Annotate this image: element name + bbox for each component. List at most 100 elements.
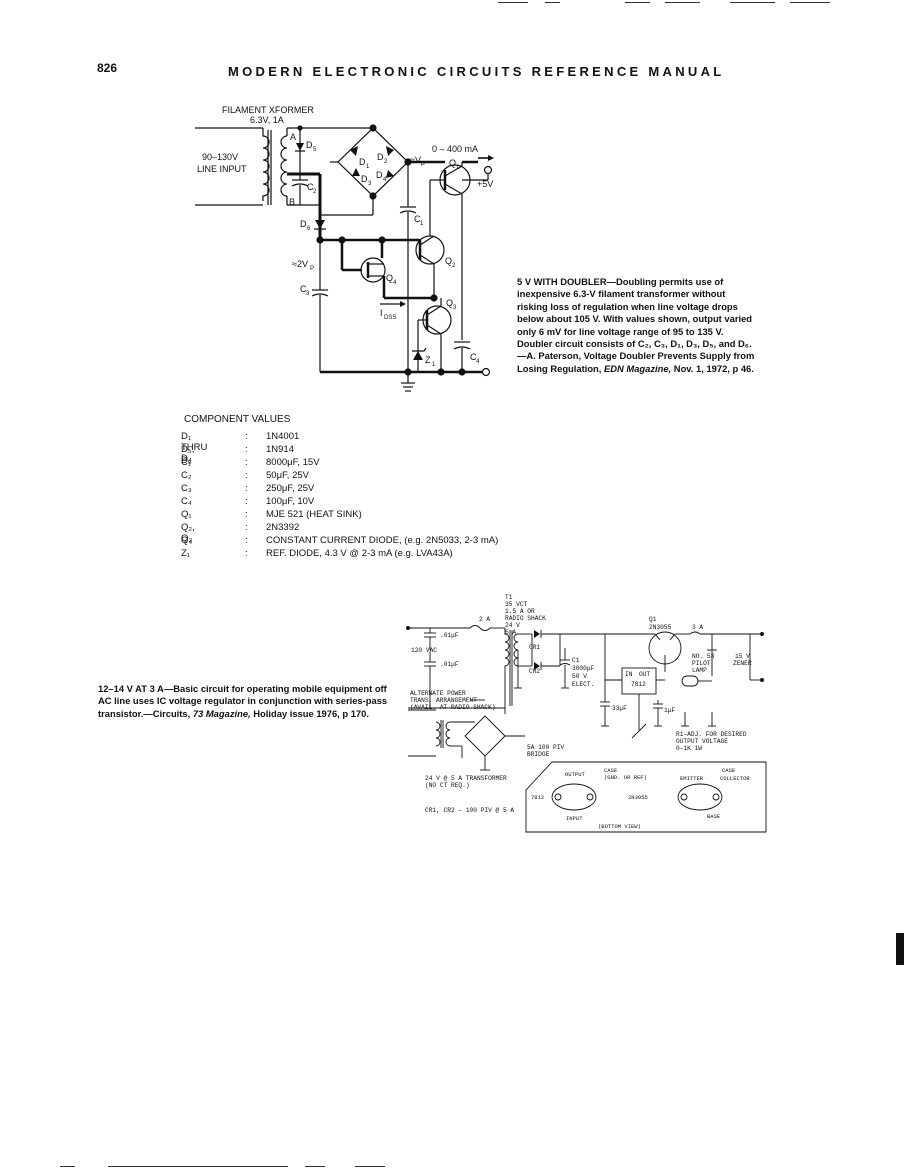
component-symbol: D₁ THRU D₄: [181, 431, 208, 464]
component-value: 100μF, 10V: [266, 496, 315, 507]
component-separator: :: [245, 483, 248, 494]
label-bridge-rating: 5A 100 PIV: [527, 744, 564, 751]
scan-edge-mark: [730, 2, 775, 3]
scan-edge-mark: [60, 1166, 75, 1167]
scan-edge-mark: [305, 1166, 325, 1167]
label-pkg-7812: 7812: [531, 794, 544, 801]
label-pkg-case: CASE: [604, 767, 618, 774]
component-symbol: Z₁: [181, 548, 191, 559]
label-pkg-collector: COLLECTOR: [720, 775, 750, 782]
label-d2: D: [377, 152, 384, 162]
label-c4-sub: 4: [476, 359, 480, 365]
label-alt-avail: (AVAIL. AT RADIO SHACK): [410, 704, 495, 711]
label-zener: ZENER: [733, 660, 752, 667]
caption-12v-source: 73 Magazine,: [192, 707, 251, 719]
component-value: MJE 521 (HEAT SINK): [266, 509, 362, 520]
label-q1-sub: 1: [456, 165, 460, 171]
label-filament-xformer: FILAMENT XFORMER: [222, 105, 314, 115]
component-separator: :: [245, 522, 248, 533]
label-pkg-base: BASE: [707, 813, 721, 820]
label-24v-transformer: 24 V @ 5 A TRANSFORMER: [425, 775, 507, 782]
label-d3-sub: 3: [368, 181, 372, 187]
label-c1-sub: 1: [420, 221, 424, 227]
component-separator: :: [245, 431, 248, 442]
label-line-input: LINE INPUT: [197, 164, 247, 174]
scan-edge-mark: [545, 2, 560, 3]
label-r1-adj: R1–ADJ. FOR DESIRED: [676, 731, 747, 738]
label-pkg-case-2: CASE: [722, 767, 736, 774]
label-q4: Q: [386, 273, 393, 283]
label-c001-b: .01μF: [440, 661, 459, 668]
label-node-b: B: [289, 197, 295, 207]
label-q3: Q: [446, 298, 453, 308]
label-q2-sub: 2: [452, 263, 456, 269]
component-value: 8000μF, 15V: [266, 457, 320, 468]
label-c3: C: [300, 284, 307, 294]
caption-5v-title: 5 V WITH DOUBLER: [517, 276, 607, 287]
label-q1-2: Q1: [649, 616, 657, 623]
label-2vp-sub: P: [310, 266, 314, 272]
page-title: MODERN ELECTRONIC CIRCUITS REFERENCE MAN…: [228, 64, 725, 79]
label-z1-sub: 1: [432, 362, 436, 368]
scan-edge-mark: [625, 2, 650, 3]
scan-edge-mark: [355, 1166, 385, 1167]
component-symbol: C₃: [181, 483, 192, 494]
label-d6-sub: 6: [307, 226, 311, 232]
label-alt-power: ALTERNATE POWER: [410, 690, 466, 697]
label-pkg-output: OUTPUT: [565, 771, 586, 778]
label-vp: ≈V: [410, 155, 421, 165]
label-c001-a: .01μF: [440, 632, 459, 639]
caption-5v-source: EDN Magazine,: [603, 362, 672, 374]
component-symbol: Q₂, Q₃: [181, 522, 195, 544]
caption-12v-body: —Basic circuit for operating mobile equi…: [98, 683, 388, 719]
caption-5v-doubler: 5 V WITH DOUBLER—Doubling permits use of…: [517, 276, 755, 375]
label-d6: D: [300, 219, 307, 229]
label-q1: Q: [449, 158, 456, 168]
label-q4-sub: 4: [393, 280, 397, 286]
caption-12v-3a: 12–14 V AT 3 A—Basic circuit for operati…: [98, 683, 398, 720]
label-c1-value: 3000μF: [572, 665, 595, 672]
component-separator: :: [245, 496, 248, 507]
label-d4-sub: 4: [383, 177, 387, 183]
label-pkg-emitter: EMITTER: [680, 775, 704, 782]
component-values-title: COMPONENT VALUES: [184, 414, 291, 425]
label-pilot: PILOT: [692, 660, 711, 667]
label-d2-sub: 2: [384, 159, 388, 165]
label-c1-2: C1: [572, 657, 580, 664]
scan-edge-mark: [498, 2, 528, 3]
component-separator: :: [245, 509, 248, 520]
label-d5-sub: 5: [313, 147, 317, 153]
label-3a: 3 A: [692, 624, 703, 631]
label-fuse: 2 A: [479, 616, 490, 623]
label-t1-rating: 35 VCT: [505, 601, 528, 608]
label-alt-trans: TRANS. ARRANGEMENT: [410, 697, 477, 704]
scan-edge-mark: [108, 1166, 288, 1167]
label-5v-output: +5V: [477, 179, 493, 189]
label-q1-part: 2N3055: [649, 624, 672, 631]
label-cr1: CR1: [529, 644, 540, 651]
label-reg-part: 7812: [631, 681, 646, 688]
component-symbol: C₄: [181, 496, 192, 507]
scan-edge-mark: [790, 2, 830, 3]
label-t1-alt: 1.5 A OR: [505, 608, 535, 615]
label-t1-24v: 24 V: [505, 622, 520, 629]
component-value: 1N4001: [266, 431, 300, 442]
label-c3-sub: 3: [306, 291, 310, 297]
label-idss-sub: DSS: [384, 315, 396, 321]
component-value: 1N914: [266, 444, 294, 455]
label-c2-sub: 2: [313, 189, 317, 195]
label-120vac: 120 VAC: [411, 647, 437, 654]
label-r1-value: 0–1K 1W: [676, 745, 702, 752]
label-z1: Z: [425, 355, 431, 365]
label-lamp: LAMP: [692, 667, 707, 674]
component-symbol: C₁: [181, 457, 192, 468]
label-pkg-gnd: (GND. OR REF): [604, 774, 647, 781]
label-cr-rating: CR1, CR2 – 100 PIV @ 5 A: [425, 807, 514, 814]
label-d4: D: [376, 170, 383, 180]
label-d1-sub: 1: [366, 164, 370, 170]
label-c1-type: ELECT.: [572, 681, 594, 688]
label-c4: C: [470, 352, 477, 362]
caption-5v-body: —Doubling permits use of inexpensive 6.3…: [517, 276, 755, 374]
label-reg-in: IN: [625, 671, 633, 678]
label-reg-out: OUT: [639, 671, 650, 678]
